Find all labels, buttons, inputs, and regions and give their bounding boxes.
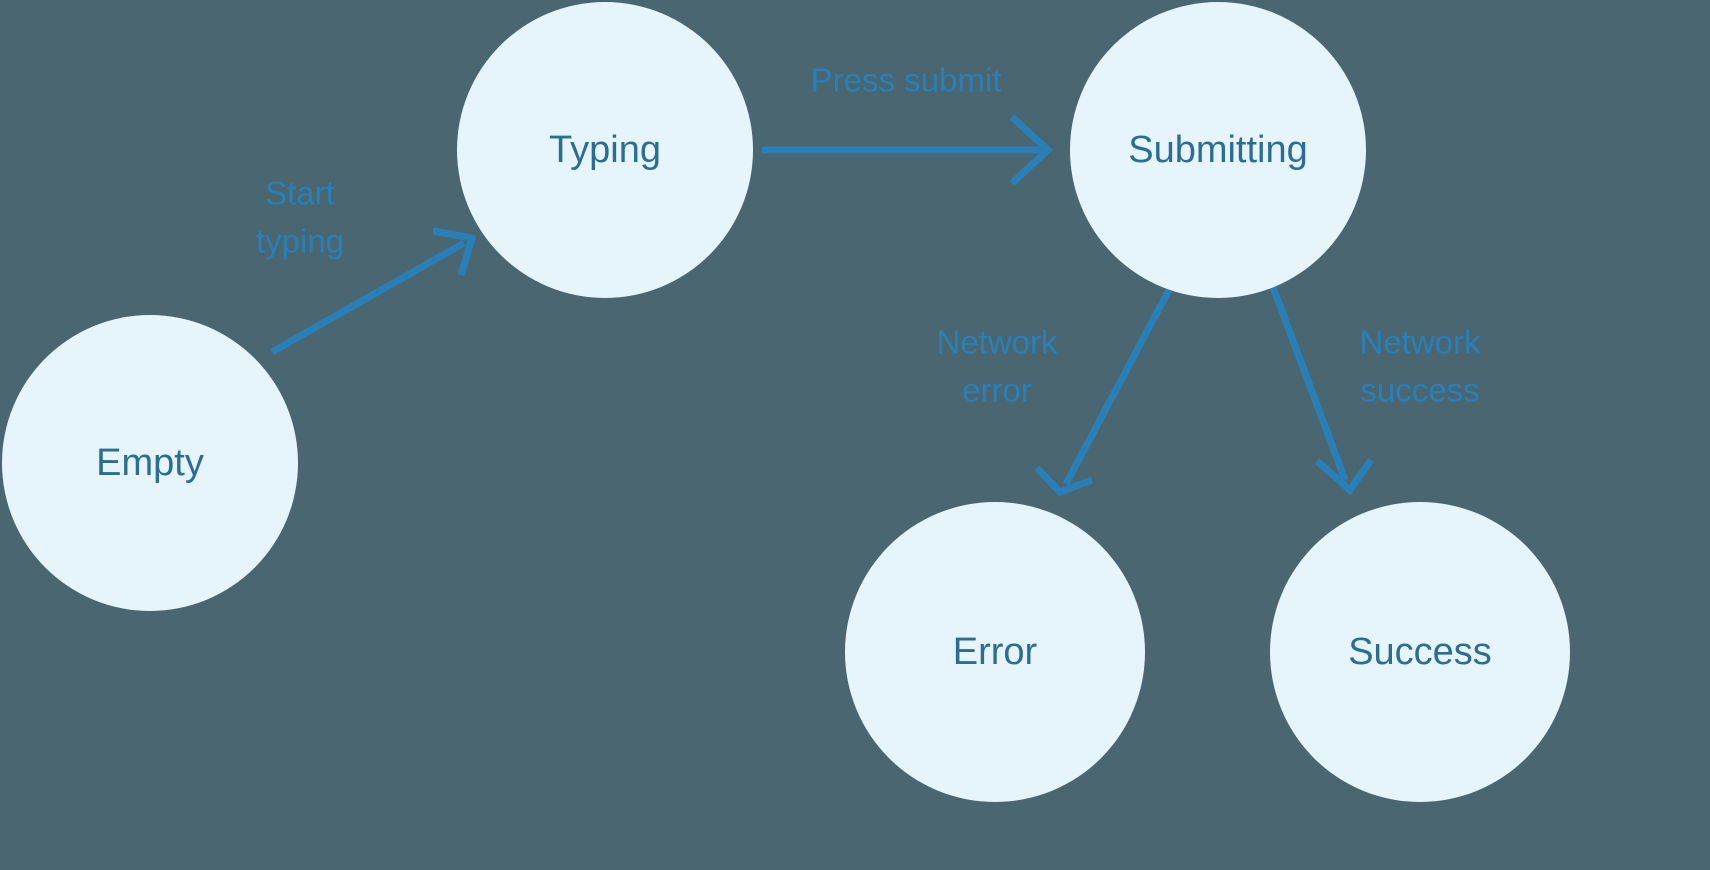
node-typing-label: Typing	[549, 129, 661, 171]
edge-label-network-success-line-2: success	[1360, 372, 1479, 409]
node-typing[interactable]: Typing	[457, 2, 753, 298]
node-submitting[interactable]: Submitting	[1070, 2, 1366, 298]
node-submitting-label: Submitting	[1128, 129, 1308, 171]
arrowhead-empty-typing	[432, 227, 477, 276]
edge-line-submitting-success	[1269, 285, 1349, 482]
edge-label-start-typing: Start typing	[256, 175, 344, 260]
node-success-circle	[1270, 502, 1570, 802]
node-typing-circle	[457, 2, 753, 298]
node-submitting-circle	[1070, 2, 1366, 298]
arrowhead-submitting-success	[1314, 457, 1374, 496]
node-success[interactable]: Success	[1270, 502, 1570, 802]
node-error-label: Error	[953, 631, 1038, 673]
node-empty-circle	[2, 315, 298, 611]
edge-submitting-to-success[interactable]	[1269, 285, 1374, 496]
edge-label-start-typing-line-2: typing	[256, 223, 344, 260]
node-error-circle	[845, 502, 1145, 802]
node-success-label: Success	[1348, 631, 1492, 673]
node-empty-label: Empty	[96, 442, 204, 484]
node-error[interactable]: Error	[845, 502, 1145, 802]
edge-label-network-error-line-1: Network	[936, 324, 1058, 361]
edge-line-submitting-error	[1062, 288, 1173, 486]
edge-empty-to-typing[interactable]	[270, 227, 477, 356]
arrowhead-typing-submitting	[1009, 114, 1054, 186]
edge-label-network-success: Network success	[1359, 324, 1481, 409]
edge-typing-to-submitting[interactable]	[762, 114, 1054, 186]
node-empty[interactable]: Empty	[2, 315, 298, 611]
edge-label-press-submit: Press submit	[811, 62, 1002, 99]
edge-submitting-to-error[interactable]	[1034, 288, 1173, 497]
edge-line-empty-typing	[270, 239, 466, 356]
edge-label-network-error-line-2: error	[962, 372, 1032, 409]
edge-label-press-submit-line-1: Press submit	[811, 62, 1002, 99]
edge-label-start-typing-line-1: Start	[265, 175, 335, 212]
edge-label-network-error: Network error	[936, 324, 1058, 409]
edge-label-network-success-line-1: Network	[1359, 324, 1481, 361]
arrowhead-submitting-error	[1034, 465, 1094, 497]
